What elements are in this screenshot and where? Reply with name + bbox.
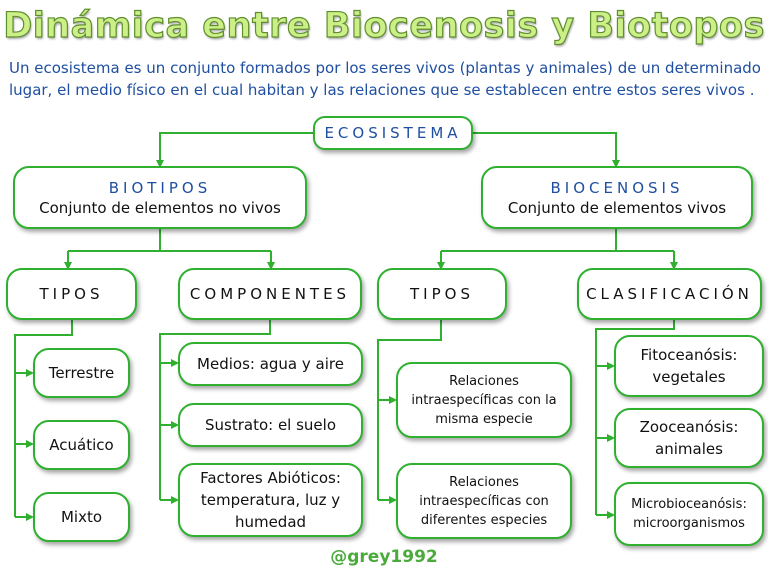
leaf-microbioceanosis: Microbioceanósis: microorganismos <box>614 482 764 546</box>
leaf-label: Fitoceanósis: vegetales <box>640 346 738 386</box>
leaf-label: Medios: agua y aire <box>197 355 344 373</box>
intro-paragraph: Un ecosistema es un conjunto formados po… <box>9 59 761 99</box>
leaf-sustrato: Sustrato: el suelo <box>178 403 363 447</box>
leaf-medios: Medios: agua y aire <box>178 342 363 386</box>
leaf-label: Microbioceanósis: microorganismos <box>631 497 747 531</box>
leaf-mixto: Mixto <box>33 492 130 542</box>
biocenosis-description: Conjunto de elementos vivos <box>507 198 727 217</box>
leaf-label: Relaciones intraespecíficas con diferent… <box>419 474 549 528</box>
biotipos-heading: BIOTIPOS <box>108 178 212 197</box>
leaf-fitoceanosis: Fitoceanósis: vegetales <box>614 335 764 397</box>
leaf-label: Zooceanósis: animales <box>639 418 739 458</box>
leaf-label: Terrestre <box>48 364 115 382</box>
clasificacion-heading: CLASIFICACIÓN <box>586 285 753 303</box>
leaf-label: Mixto <box>60 508 103 526</box>
page-title: Dinámica entre Biocenosis y Biotopos <box>3 5 765 46</box>
componentes-box: COMPONENTES <box>178 268 362 320</box>
leaf-relaciones-diferentes-especies: Relaciones intraespecíficas con diferent… <box>396 463 572 539</box>
tipos-biocenosis-heading: TIPOS <box>410 285 474 303</box>
clasificacion-box: CLASIFICACIÓN <box>577 268 762 320</box>
biotipos-box: BIOTIPOS Conjunto de elementos no vivos <box>13 166 307 229</box>
leaf-label: Sustrato: el suelo <box>204 416 337 434</box>
root-ecosistema-box: ECOSISTEMA <box>313 116 473 150</box>
componentes-heading: COMPONENTES <box>189 285 351 303</box>
biocenosis-box: BIOCENOSIS Conjunto de elementos vivos <box>481 166 753 229</box>
tipos-biotipos-heading: TIPOS <box>39 285 104 303</box>
tipos-biocenosis-box: TIPOS <box>377 268 507 320</box>
root-label: ECOSISTEMA <box>324 124 462 142</box>
leaf-label: Relaciones intraespecíficas con la misma… <box>411 373 557 427</box>
biocenosis-heading: BIOCENOSIS <box>550 178 684 197</box>
leaf-label: Factores Abióticos: temperatura, luz y h… <box>200 469 341 531</box>
leaf-acuatico: Acuático <box>33 420 130 470</box>
leaf-zooceanosis: Zooceanósis: animales <box>614 408 764 468</box>
biotipos-description: Conjunto de elementos no vivos <box>39 198 281 217</box>
leaf-relaciones-misma-especie: Relaciones intraespecíficas con la misma… <box>396 362 572 438</box>
leaf-label: Acuático <box>49 436 114 454</box>
tipos-biotipos-box: TIPOS <box>6 268 137 320</box>
leaf-factores-abioticos: Factores Abióticos: temperatura, luz y h… <box>178 463 363 537</box>
author-credit: @grey1992 <box>330 547 438 567</box>
leaf-terrestre: Terrestre <box>33 348 130 398</box>
